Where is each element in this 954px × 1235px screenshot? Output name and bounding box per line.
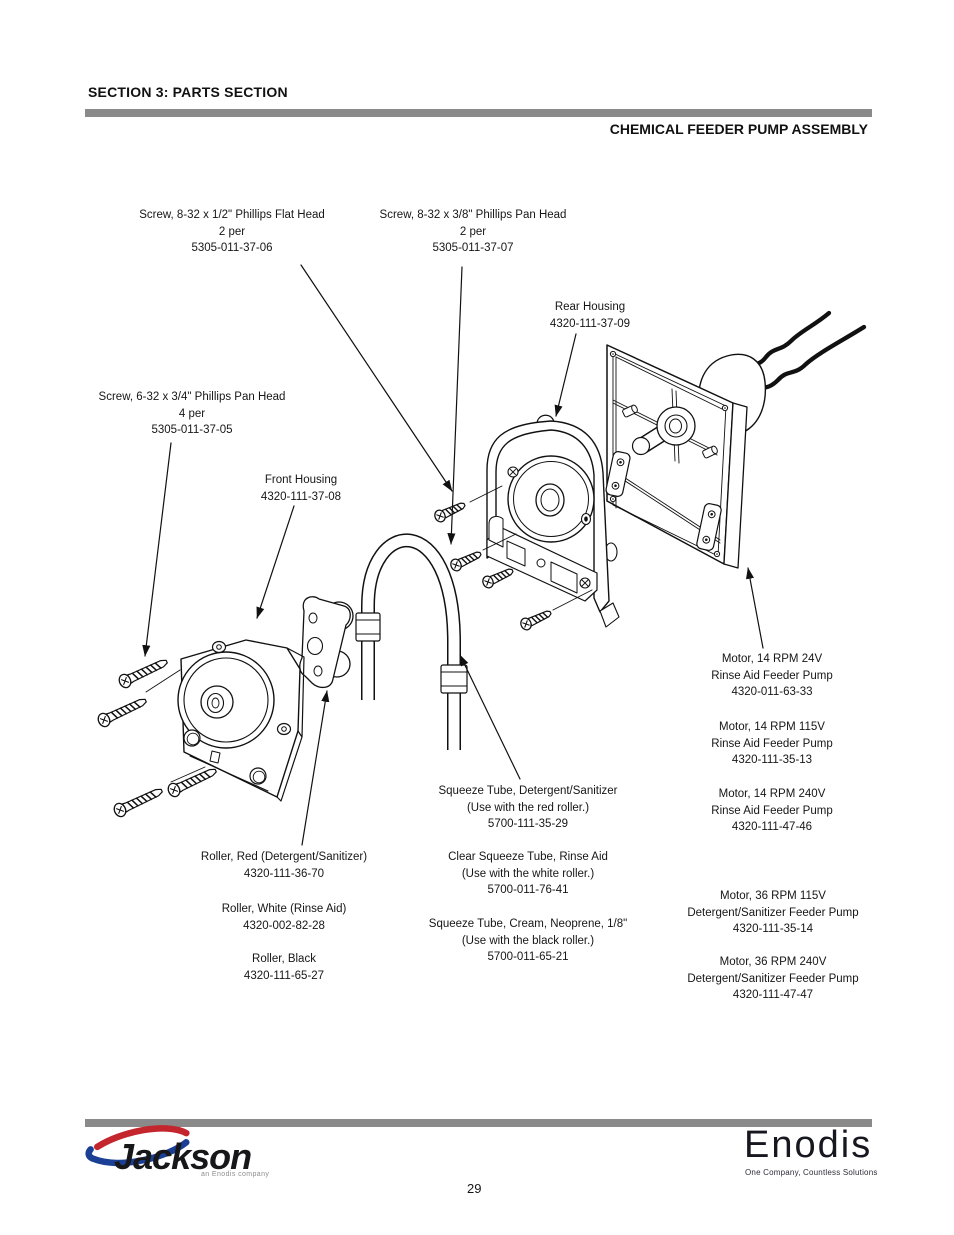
label-line: (Use with the red roller.): [466, 801, 590, 814]
label-motor-36rpm-115v: Motor, 36 RPM 115V Detergent/Sanitizer F…: [687, 888, 858, 938]
label-front-housing: Front Housing 4320-111-37-08: [261, 472, 341, 505]
label-line: Clear Squeeze Tube, Rinse Aid: [448, 851, 608, 863]
label-line: Screw, 8-32 x 1/2" Phillips Flat Head: [139, 209, 325, 221]
label-line: Roller, Red (Detergent/Sanitizer): [200, 851, 368, 863]
label-screw-6-32: Screw, 6-32 x 3/4" Phillips Pan Head 4 p…: [99, 389, 286, 439]
roller-drawing: [299, 596, 354, 689]
label-line: Screw, 8-32 x 3/8" Phillips Pan Head: [379, 209, 567, 221]
jackson-swoosh-icon: [85, 1125, 190, 1167]
section-title: SECTION 3: PARTS SECTION: [88, 84, 288, 100]
label-line: Detergent/Sanitizer Feeder Pump: [687, 972, 859, 985]
label-motor-36rpm-240v: Motor, 36 RPM 240V Detergent/Sanitizer F…: [687, 954, 858, 1004]
enodis-tagline: One Company, Countless Solutions: [745, 1168, 878, 1177]
label-line: Motor, 36 RPM 240V: [719, 956, 827, 968]
footer-rule: [85, 1119, 872, 1127]
label-line: 4320-111-37-08: [260, 490, 342, 503]
rear-housing-drawing: [486, 414, 620, 628]
label-motor-14rpm-24v: Motor, 14 RPM 24V Rinse Aid Feeder Pump …: [711, 651, 832, 701]
label-line: Squeeze Tube, Cream, Neoprene, 1/8": [428, 918, 628, 930]
label-line: Motor, 36 RPM 115V: [720, 890, 826, 902]
jackson-logo: Jackson: [114, 1136, 252, 1177]
label-line: Detergent/Sanitizer Feeder Pump: [687, 906, 859, 919]
label-rear-housing: Rear Housing 4320-111-37-09: [550, 299, 630, 332]
label-line: Rinse Aid Feeder Pump: [711, 669, 833, 682]
label-line: Front Housing: [264, 474, 338, 486]
label-line: 4320-111-65-27: [243, 969, 325, 982]
label-line: 4320-111-35-14: [732, 923, 814, 935]
label-line: 5700-111-35-29: [487, 818, 569, 830]
label-line: 4320-011-63-33: [731, 686, 813, 698]
page-number: 29: [467, 1181, 482, 1196]
label-screw-pan-head: Screw, 8-32 x 3/8" Phillips Pan Head 2 p…: [380, 207, 567, 257]
label-line: Rinse Aid Feeder Pump: [711, 737, 833, 750]
label-line: 2 per: [459, 225, 487, 238]
label-line: 5700-011-65-21: [487, 951, 569, 963]
label-line: 5305-011-37-06: [191, 242, 273, 254]
assembly-title: CHEMICAL FEEDER PUMP ASSEMBLY: [609, 121, 868, 137]
enodis-logo: Enodis: [744, 1124, 873, 1166]
label-motor-14rpm-240v: Motor, 14 RPM 240V Rinse Aid Feeder Pump…: [711, 786, 832, 836]
label-line: Screw, 6-32 x 3/4" Phillips Pan Head: [98, 391, 286, 403]
label-line: (Use with the black roller.): [461, 934, 595, 947]
label-line: 4320-111-47-46: [731, 821, 813, 833]
label-line: Rear Housing: [554, 301, 626, 313]
label-roller-red: Roller, Red (Detergent/Sanitizer) 4320-1…: [201, 849, 367, 882]
label-line: 4 per: [178, 407, 206, 420]
label-line: Motor, 14 RPM 24V: [721, 653, 823, 665]
label-roller-black: Roller, Black 4320-111-65-27: [244, 951, 324, 984]
motor-drawing: [605, 310, 867, 569]
header-rule: [85, 109, 872, 117]
label-line: (Use with the white roller.): [461, 867, 595, 880]
label-line: 4320-002-82-28: [243, 919, 325, 932]
label-line: 4320-111-37-09: [549, 317, 631, 330]
label-tube-clear: Clear Squeeze Tube, Rinse Aid (Use with …: [448, 849, 608, 899]
label-tube-detergent: Squeeze Tube, Detergent/Sanitizer (Use w…: [438, 783, 617, 833]
label-line: Roller, White (Rinse Aid): [221, 903, 347, 915]
label-line: Motor, 14 RPM 115V: [719, 721, 825, 733]
squeeze-tube-drawing: [355, 533, 468, 750]
label-tube-cream: Squeeze Tube, Cream, Neoprene, 1/8" (Use…: [429, 916, 627, 966]
label-motor-14rpm-115v: Motor, 14 RPM 115V Rinse Aid Feeder Pump…: [711, 719, 832, 769]
label-line: 5305-011-37-07: [432, 242, 514, 254]
label-roller-white: Roller, White (Rinse Aid) 4320-002-82-28: [222, 901, 347, 934]
label-line: 2 per: [218, 225, 246, 238]
label-line: 4320-111-35-13: [731, 754, 813, 766]
label-line: 4320-111-36-70: [243, 867, 325, 880]
label-line: Rinse Aid Feeder Pump: [711, 804, 833, 817]
label-line: 4320-111-47-47: [732, 989, 814, 1001]
label-line: 5305-011-37-05: [151, 424, 233, 436]
label-line: 5700-011-76-41: [487, 884, 569, 896]
label-line: Squeeze Tube, Detergent/Sanitizer: [438, 785, 618, 797]
label-line: Roller, Black: [252, 953, 316, 965]
alignment-lines: [145, 485, 593, 783]
label-screw-flat-head: Screw, 8-32 x 1/2" Phillips Flat Head 2 …: [139, 207, 325, 257]
label-line: Motor, 14 RPM 240V: [718, 788, 826, 800]
jackson-tagline: an Enodis company: [201, 1171, 270, 1178]
front-housing-drawing: [177, 639, 305, 802]
leader-lines: [142, 264, 764, 846]
